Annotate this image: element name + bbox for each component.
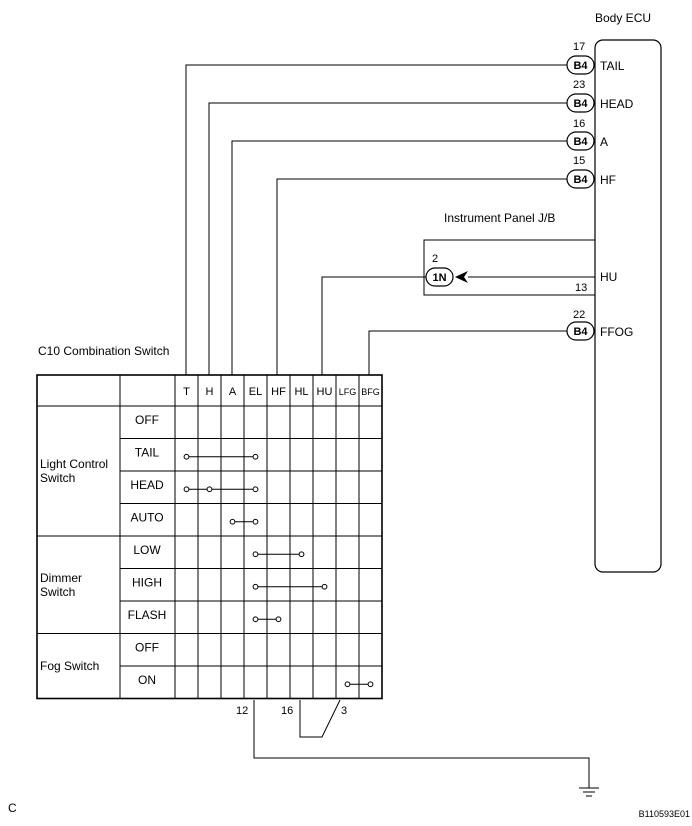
ecu-terminal-a: 16 B4 A	[566, 118, 608, 151]
continuity-dot	[367, 681, 374, 688]
switch-title: C10 Combination Switch	[38, 344, 169, 358]
connector-label: B4	[573, 136, 588, 148]
continuity-dot	[252, 453, 259, 460]
group-label: Switch	[40, 471, 75, 485]
position-label: AUTO	[130, 511, 163, 525]
continuity-dot	[183, 486, 190, 493]
column-header: BFG	[361, 387, 380, 397]
figure-id: B110593E01	[639, 809, 690, 819]
ecu-terminal-hf: 15 B4 HF	[566, 155, 616, 189]
wire-hu	[321, 276, 426, 375]
body-ecu-box	[594, 39, 662, 573]
ecu-terminal-ffog: 22 B4 FFOG	[566, 309, 633, 341]
wire-bfg-ffog	[368, 330, 567, 375]
ecu-terminal-name-hu: HU	[600, 270, 617, 284]
female-terminal-icon	[455, 271, 468, 283]
continuity-dot	[229, 518, 236, 525]
ecu-terminal-name: HF	[600, 173, 616, 187]
jb-boundary	[423, 239, 595, 296]
wire-t-tail	[185, 64, 567, 375]
ground-icon	[579, 787, 599, 797]
column-header: HU	[317, 386, 333, 398]
column-header: T	[183, 386, 190, 398]
wire-a	[231, 140, 567, 375]
ecu-terminal-name: A	[600, 135, 608, 149]
continuity-dot	[344, 681, 351, 688]
column-header: HF	[271, 386, 286, 398]
bottom-pin-12: 12	[236, 705, 248, 717]
column-header: H	[206, 386, 214, 398]
jb-pin: 2	[432, 253, 438, 265]
continuity-dot	[275, 616, 282, 623]
continuity-dot	[252, 551, 259, 558]
wire-h-head	[208, 102, 567, 375]
column-header: LFG	[339, 387, 357, 397]
ecu-terminal-name: HEAD	[600, 97, 634, 111]
ecu-terminal-name: FFOG	[600, 325, 633, 339]
connector-label: B4	[573, 174, 588, 186]
bottom-pin-3: 3	[341, 705, 347, 717]
continuity-dot	[252, 518, 259, 525]
position-label: LOW	[133, 543, 161, 557]
bottom-pin-16: 16	[281, 705, 293, 717]
position-label: HEAD	[130, 478, 164, 492]
column-header: EL	[249, 386, 262, 398]
continuity-dot	[321, 583, 328, 590]
continuity-dot	[206, 486, 213, 493]
group-label: Fog Switch	[40, 659, 99, 673]
position-label: ON	[138, 673, 156, 687]
group-label: Switch	[40, 585, 75, 599]
ecu-terminal-head: 23 B4 HEAD	[566, 79, 634, 113]
ecu-pin-hu: 13	[575, 282, 587, 294]
ecu-title: Body ECU	[595, 11, 651, 25]
switch-outline	[36, 374, 383, 700]
continuity-dot	[252, 616, 259, 623]
connector-label: B4	[573, 60, 588, 72]
jb-connector-label: 1N	[432, 272, 446, 284]
ecu-pin-head: 23	[573, 79, 585, 91]
position-label: FLASH	[128, 608, 167, 622]
position-label: OFF	[135, 413, 159, 427]
continuity-dot	[298, 551, 305, 558]
position-label: OFF	[135, 641, 159, 655]
ecu-pin-tail: 17	[573, 41, 585, 53]
wire-16-3	[299, 699, 341, 738]
wire-hf	[276, 178, 567, 375]
wire-ground	[253, 700, 590, 788]
ecu-pin-hf: 15	[573, 155, 585, 167]
jb-title: Instrument Panel J/B	[444, 211, 555, 225]
ecu-terminal-name: TAIL	[600, 59, 625, 73]
ecu-pin-a: 16	[573, 118, 585, 130]
group-label: Light Control	[40, 457, 108, 471]
connector-label: B4	[573, 326, 588, 338]
ecu-pin-ffog: 22	[573, 309, 585, 321]
ecu-terminal-tail: 17 B4 TAIL	[566, 41, 625, 75]
group-label: Dimmer	[40, 571, 82, 585]
continuity-dot	[252, 583, 259, 590]
continuity-dot	[252, 486, 259, 493]
connector-label: B4	[573, 98, 588, 110]
position-label: HIGH	[132, 576, 162, 590]
continuity-dot	[183, 453, 190, 460]
column-header: HL	[294, 386, 308, 398]
position-label: TAIL	[135, 446, 160, 460]
footer-left: C	[8, 801, 17, 815]
column-header: A	[229, 386, 237, 398]
